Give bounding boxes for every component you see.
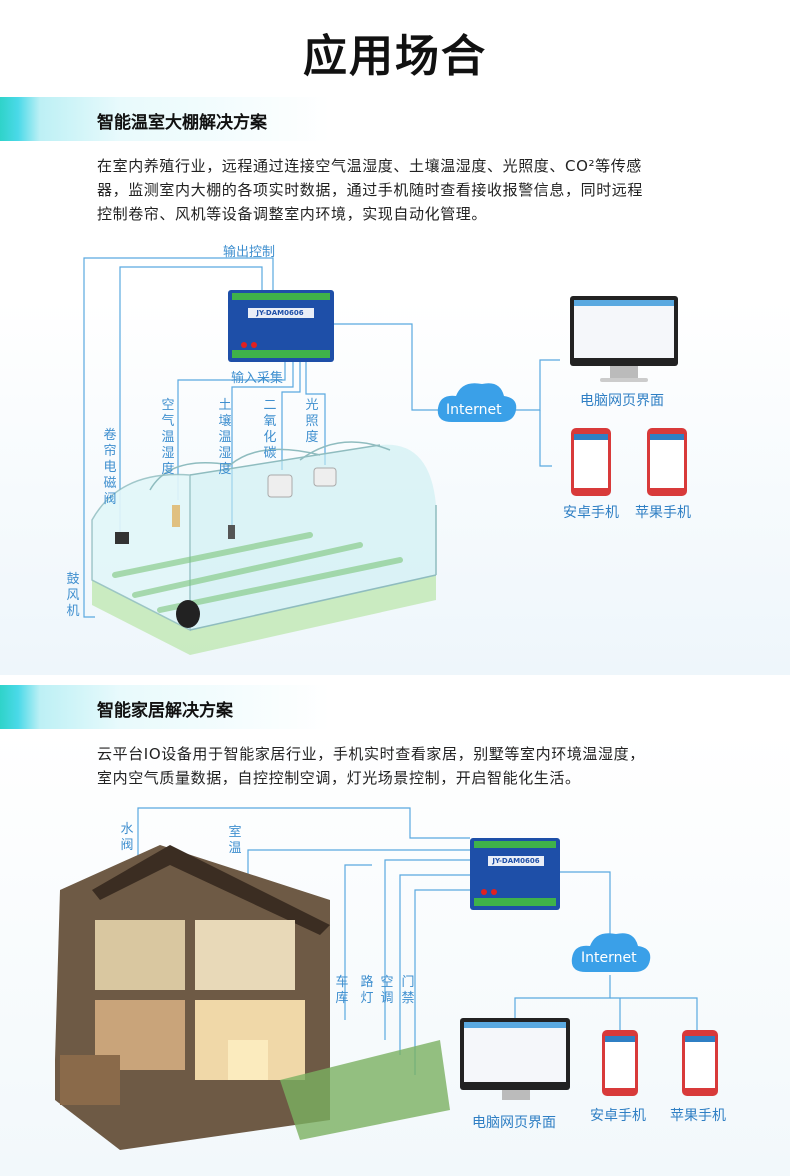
android-phone: [571, 428, 611, 496]
label-access-control: 门禁: [401, 975, 415, 1006]
greenhouse-illustration: [91, 441, 437, 655]
label-fan: 鼓风机: [66, 572, 80, 619]
internet-cloud: [437, 383, 517, 422]
device-model-label-2: JY-DAM0606: [492, 857, 540, 865]
label-input-collect: 输入采集: [231, 371, 284, 386]
device-model-label: JY-DAM0606: [256, 309, 304, 317]
label-room-temp: 室温: [228, 825, 242, 856]
label-aircon: 空调: [380, 975, 394, 1006]
section1-paragraph-line: 器，监测室内大棚的各项实时数据，通过手机随时查看接收报警信息，同时远程: [97, 181, 644, 199]
section2-paragraph: 云平台IO设备用于智能家居行业，手机实时查看家居，别墅等室内环境温湿度， 室内空…: [97, 742, 707, 790]
apple-phone-2: [682, 1030, 718, 1096]
section2-paragraph-line: 云平台IO设备用于智能家居行业，手机实时查看家居，别墅等室内环境温湿度，: [97, 745, 645, 763]
apple-label: 苹果手机: [635, 505, 691, 521]
section2-heading-band: [0, 685, 790, 729]
section1-paragraph: 在室内养殖行业，远程通过连接空气温湿度、土壤温湿度、光照度、CO²等传感 器，监…: [97, 154, 707, 226]
android-label: 安卓手机: [563, 505, 619, 521]
label-co2: 二氧化碳: [263, 398, 277, 461]
label-light: 光照度: [305, 398, 319, 445]
section2-paragraph-line: 室内空气质量数据，自控控制空调，灯光场景控制，开启智能化生活。: [97, 769, 581, 787]
internet-label-2: Internet: [581, 950, 637, 966]
apple-phone: [647, 428, 687, 496]
section2-wiring: [137, 807, 698, 1075]
internet-label: Internet: [446, 402, 502, 418]
section1-paragraph-line: 在室内养殖行业，远程通过连接空气温湿度、土壤温湿度、光照度、CO²等传感: [97, 157, 642, 175]
section2-heading: 智能家居解决方案: [97, 701, 233, 721]
label-air-temp-humidity: 空气温湿度: [161, 398, 175, 477]
pc-label-2: 电脑网页界面: [472, 1115, 556, 1131]
internet-cloud-2: [571, 933, 651, 972]
pc-monitor-2: [460, 1018, 570, 1100]
label-soil-temp-humidity: 土壤温湿度: [218, 398, 232, 477]
label-output-control: 输出控制: [223, 245, 276, 260]
pc-label: 电脑网页界面: [580, 393, 664, 409]
page-title: 应用场合: [303, 31, 487, 82]
io-device-module-2: [470, 838, 560, 910]
villa-illustration: [55, 845, 450, 1150]
android-phone-2: [602, 1030, 638, 1096]
section1-paragraph-line: 控制卷帘、风机等设备调整室内环境，实现自动化管理。: [97, 205, 488, 223]
label-water-valve: 水阀: [120, 822, 134, 853]
io-device-module: [228, 290, 334, 362]
android-label-2: 安卓手机: [590, 1108, 646, 1124]
label-curtain-valve: 卷帘电磁阀: [103, 428, 117, 507]
label-road-light: 路灯: [360, 975, 374, 1006]
pc-monitor: [570, 296, 678, 382]
apple-label-2: 苹果手机: [670, 1108, 726, 1124]
section1-heading-band: [0, 97, 790, 141]
section1-wiring: [83, 257, 560, 618]
label-garage: 车库: [335, 975, 349, 1006]
section1-heading: 智能温室大棚解决方案: [97, 113, 267, 133]
